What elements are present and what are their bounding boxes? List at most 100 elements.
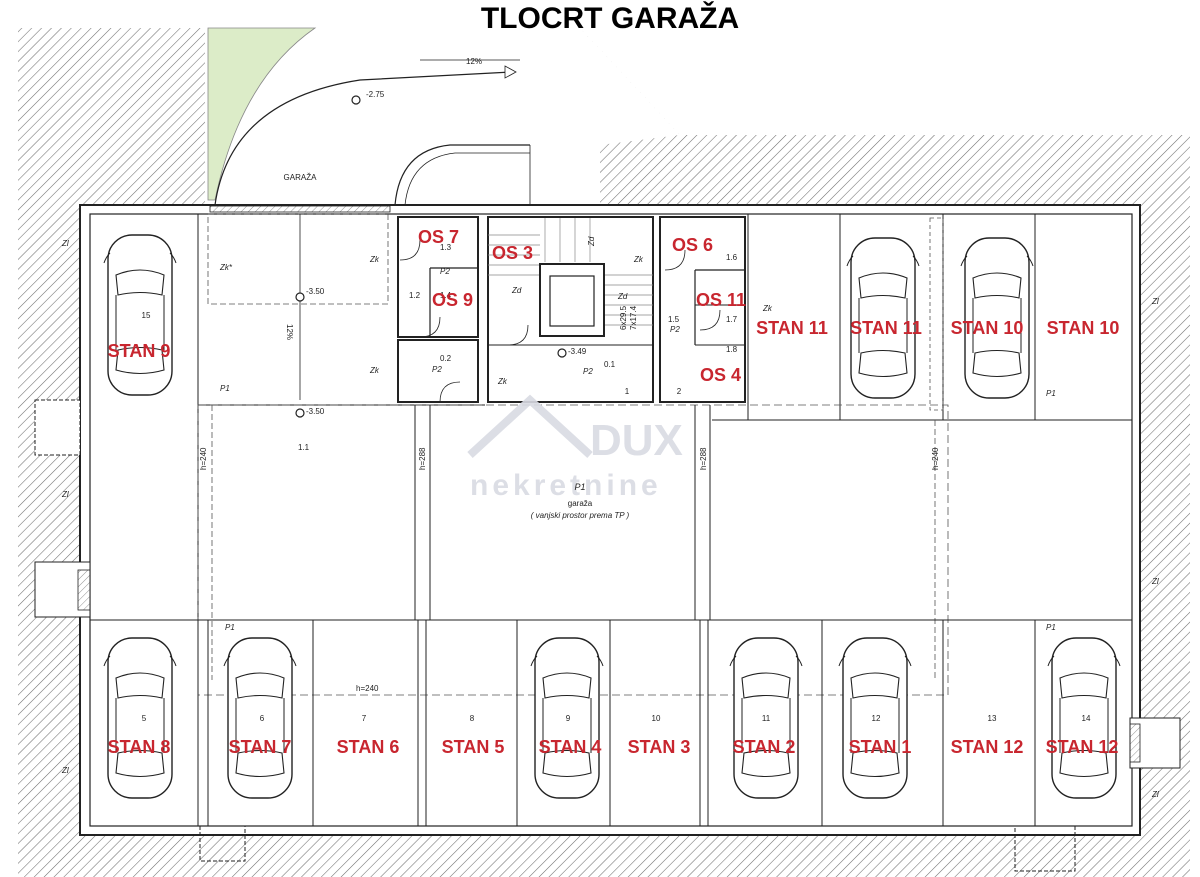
center-code: P1 [574, 482, 585, 492]
bay-label-top-4: STAN 10 [1047, 318, 1120, 338]
side-niches [34, 399, 1181, 872]
p1-label-bottom: P1 [225, 623, 235, 632]
zk-label-4: Zk [633, 255, 644, 264]
watermark-brand: DUX [590, 416, 683, 465]
bay-label-bottom-2: STAN 7 [229, 737, 292, 757]
building-inner-line [89, 213, 1133, 827]
zl-label-left: Zl [61, 239, 69, 248]
bay-label-left: STAN 9 [108, 341, 171, 361]
spot-number-14: 14 [1082, 714, 1091, 723]
plan-title: TLOCRT GARAŽA [481, 1, 739, 35]
spot-number-15: 15 [142, 311, 151, 320]
zk-label-2: Zk [369, 366, 380, 375]
p2-label-stair: P2 [583, 367, 593, 376]
storage-label-os11: OS 11 [696, 290, 746, 310]
room-code-1: 1.1 [298, 443, 310, 452]
door-mark-2: 2 [677, 387, 682, 396]
p1-label-left: P1 [220, 384, 230, 393]
bay-label-bottom-5: STAN 4 [539, 737, 602, 757]
level-entry: -2.75 [366, 90, 385, 99]
watermark-sub: nekretnine [470, 469, 662, 502]
p2-label-os9: P2 [440, 267, 450, 276]
room-code-4: 0.1 [604, 360, 616, 369]
center-name: garaža [568, 499, 593, 508]
storage-label-os7: OS 7 [418, 227, 459, 247]
dim-stairs-2: 7x17.4 [629, 305, 638, 330]
spot-number-12: 12 [872, 714, 881, 723]
zl-label-right-3: Zl [1151, 790, 1159, 799]
bay-label-bottom-6: STAN 3 [628, 737, 691, 757]
p2-label-os: P2 [432, 365, 442, 374]
room-code-6: 1.5 [668, 315, 680, 324]
central-drive-zone [197, 404, 949, 696]
storage-label-os3: OS 3 [492, 243, 533, 263]
garage-entry-label: GARAŽA [284, 173, 318, 182]
bay-label-bottom-4: STAN 5 [442, 737, 505, 757]
p1-label-right: P1 [1046, 389, 1056, 398]
bay-label-bottom-9: STAN 12 [951, 737, 1024, 757]
door-mark-1: 1 [625, 387, 630, 396]
car-icon [103, 637, 177, 799]
spot-number-10: 10 [652, 714, 661, 723]
spot-number-6: 6 [260, 714, 265, 723]
spot-number-11: 11 [762, 714, 771, 723]
bay-label-top-1: STAN 11 [756, 318, 828, 338]
zd-label-1: Zd [587, 236, 596, 247]
room-code-2: 1.2 [409, 291, 421, 300]
room-code-5: 0.2 [440, 354, 452, 363]
bay-label-bottom-1: STAN 8 [108, 737, 171, 757]
entrance-ramp [209, 59, 531, 213]
upper-right-bays [712, 214, 1132, 421]
zl-label-right: Zl [1151, 297, 1159, 306]
zk-label-1: Zk [369, 255, 380, 264]
spot-number-8: 8 [470, 714, 475, 723]
room-code-3: 1.3 [440, 243, 452, 252]
hatched-ground [18, 28, 1190, 877]
lower-bays [90, 619, 1132, 826]
spot-number-7: 7 [362, 714, 367, 723]
room-code-9: 1.8 [726, 345, 738, 354]
dim-h288-right: h=288 [699, 447, 708, 470]
spot-number-5: 5 [142, 714, 147, 723]
slope-label-ramp: 12% [285, 324, 294, 340]
storage-label-os6: OS 6 [672, 235, 713, 255]
bay-label-top-2: STAN 11 [850, 318, 922, 338]
level-ramp: -3.50 [306, 287, 325, 296]
dim-stairs: 6x29.5 [619, 305, 628, 330]
level-stair: -3.49 [568, 347, 587, 356]
room-code-10: 1.4 [440, 291, 452, 300]
dim-h240-bottom: h=240 [356, 684, 379, 693]
room-code-8: 1.7 [726, 315, 738, 324]
slope-label-top: 12% [466, 57, 482, 66]
dim-h288-left: h=288 [418, 447, 427, 470]
zk-star-label: Zk* [219, 263, 233, 272]
center-note: ( vanjski prostor prema TP ) [531, 511, 630, 520]
level-markers [295, 95, 567, 418]
p2-label-right: P2 [670, 325, 680, 334]
zl-label-left-3: Zl [61, 766, 69, 775]
bay-label-bottom-3: STAN 6 [337, 737, 400, 757]
zd-label-3: Zd [617, 292, 628, 301]
level-floor: -3.50 [306, 407, 325, 416]
bay-label-top-3: STAN 10 [951, 318, 1024, 338]
spot-number-9: 9 [566, 714, 571, 723]
bay-label-bottom-8: STAN 1 [849, 737, 912, 757]
bay-label-bottom-7: STAN 2 [733, 737, 796, 757]
watermark: DUX nekretnine [467, 394, 683, 502]
storage-label-os4: OS 4 [700, 365, 741, 385]
p1-label-bottom-right: P1 [1046, 623, 1056, 632]
car-icon [103, 234, 177, 396]
dim-h240-right: h=240 [931, 447, 940, 470]
bay-label-bottom-10: STAN 12 [1046, 737, 1119, 757]
zl-label-right-2: Zl [1151, 577, 1159, 586]
spot-number-13: 13 [988, 714, 997, 723]
zl-label-left-2: Zl [61, 490, 69, 499]
zd-label-2: Zd [511, 286, 522, 295]
storage-label-os9: OS 9 [432, 290, 473, 310]
zk-label-3: Zk [497, 377, 508, 386]
room-code-7: 1.6 [726, 253, 738, 262]
zk-label-5: Zk [762, 304, 773, 313]
dim-h240-left: h=240 [199, 447, 208, 470]
core-rooms [397, 216, 746, 403]
